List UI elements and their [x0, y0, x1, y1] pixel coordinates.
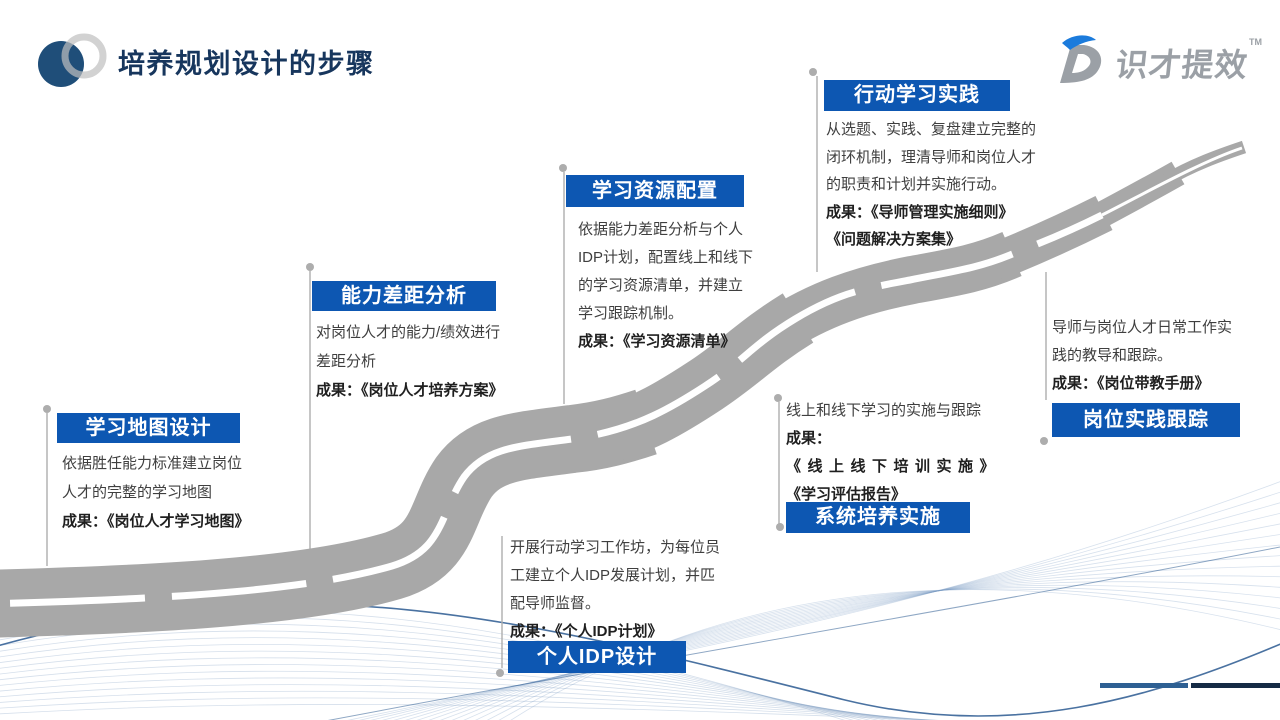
- wave-line: [510, 589, 1280, 720]
- step-6-header: 系统培养实施: [786, 502, 970, 533]
- step-1-header: 学习地图设计: [57, 413, 240, 443]
- wave-line: [0, 650, 895, 720]
- wave-line: [405, 534, 1280, 720]
- description-line: IDP计划，配置线上和线下: [578, 249, 754, 266]
- wave-line: [486, 587, 1280, 720]
- brand-trademark: TM: [1249, 37, 1262, 47]
- description-line: 学习跟踪机制。: [578, 305, 684, 322]
- connector-dot: [776, 523, 784, 531]
- wave-line: [463, 581, 1280, 720]
- step-1-description: 依据胜任能力标准建立岗位人才的完整的学习地图成果：《岗位人才学习地图》: [62, 449, 250, 536]
- connector-dot: [306, 263, 314, 271]
- description-line: 闭环机制，理清导师和岗位人才: [826, 148, 1037, 166]
- wave-line: [440, 565, 1280, 720]
- result-line: 成果：《学习资源清单》: [578, 333, 736, 350]
- wave-line: [347, 481, 1280, 720]
- road-center-line-tail: [1101, 146, 1243, 217]
- step-2-description: 对岗位人才的能力/绩效进行差距分析成果：《岗位人才培养方案》: [316, 318, 504, 405]
- step-7-description: 导师与岗位人才日常工作实践的教导和跟踪。成果：《岗位带教手册》: [1052, 314, 1232, 398]
- connector-dot: [1040, 437, 1048, 445]
- step-6-description: 线上和线下学习的实施与跟踪成果： 《线上线下培训实施》《学习评估报告》: [786, 397, 1001, 509]
- wave-line: [382, 512, 1280, 720]
- description-line: 差距分析: [316, 353, 377, 370]
- step-5-header: 个人IDP设计: [508, 641, 686, 673]
- description-line: 开展行动学习工作坊，为每位员: [510, 539, 721, 556]
- description-line: 工建立个人IDP发展计划，并匹: [510, 567, 716, 584]
- wave-line: [359, 491, 1280, 720]
- connector-dot: [559, 164, 567, 172]
- wave-line: [393, 523, 1280, 720]
- description-line: 践的教导和跟踪。: [1052, 347, 1173, 364]
- wave-line: [428, 555, 1280, 720]
- wave-line: [0, 657, 903, 720]
- result-line: 成果：《个人IDP计划》: [510, 623, 663, 640]
- wave-line: [0, 697, 939, 720]
- description-line: 依据胜任能力标准建立岗位: [62, 455, 243, 472]
- title-circles-icon: [38, 33, 107, 87]
- road-center-line: [0, 211, 1104, 607]
- wave-line: [0, 690, 936, 720]
- connector-dot: [496, 669, 504, 677]
- description-line: 配导师监督。: [510, 595, 601, 612]
- step-3-header: 学习资源配置: [566, 175, 744, 207]
- step-5-description: 开展行动学习工作坊，为每位员工建立个人IDP发展计划，并匹配导师监督。成果：《个…: [510, 534, 720, 646]
- road-graphic: [0, 140, 1247, 638]
- connector-dot: [43, 405, 51, 413]
- description-line: 人才的完整的学习地图: [62, 484, 213, 501]
- brand-name: 识才提效: [1113, 47, 1250, 83]
- wave-line: [0, 670, 918, 720]
- wave-line: [475, 584, 1280, 720]
- wave-line: [451, 575, 1280, 720]
- wave-line: [0, 630, 871, 720]
- result-line: 成果：《岗位人才培养方案》: [316, 382, 504, 399]
- wave-line: [370, 502, 1280, 720]
- description-line: 的职责和计划并实施行动。: [826, 176, 1007, 193]
- footer-bar-navy: [1191, 683, 1280, 688]
- connector-lines: [43, 68, 1048, 677]
- description-line: 从选题、实践、复盘建立完整的: [826, 121, 1037, 138]
- step-4-description: 从选题、实践、复盘建立完整的闭环机制，理清导师和岗位人才的职责和计划并实施行动。…: [826, 116, 1036, 254]
- wave-line: [0, 677, 925, 720]
- result-line: 《线上线下培训实施》: [786, 458, 1002, 475]
- step-3-description: 依据能力差距分析与个人 IDP计划，配置线上和线下的学习资源清单，并建立学习跟踪机…: [578, 216, 753, 356]
- wave-line: [0, 684, 931, 720]
- wave-line: [0, 704, 939, 720]
- wave-line: [498, 588, 1280, 720]
- wave-line: [0, 643, 887, 720]
- result-line: 成果：《岗位人才学习地图》: [62, 513, 250, 530]
- description-line: 依据能力差距分析与个人: [578, 221, 744, 238]
- wave-line: [0, 664, 911, 720]
- result-line: 成果：: [786, 430, 832, 447]
- footer-bar-blue: [1100, 683, 1188, 688]
- step-7-header: 岗位实践跟踪: [1052, 403, 1240, 437]
- result-line: 成果：《导师管理实施细则》: [826, 203, 1014, 221]
- step-4-header: 行动学习实践: [824, 80, 1010, 111]
- result-line: 《问题解决方案集》: [826, 231, 962, 248]
- wave-line: [327, 546, 1280, 720]
- page-title: 培养规划设计的步骤: [118, 49, 375, 79]
- wave-line: [0, 623, 862, 720]
- connector-dot: [809, 68, 817, 76]
- wave-line: [0, 637, 879, 720]
- wave-line: [416, 544, 1280, 720]
- description-line: 的学习资源清单，并建立: [578, 277, 744, 294]
- result-line: 成果：《岗位带教手册》: [1052, 375, 1210, 392]
- description-line: 导师与岗位人才日常工作实: [1052, 319, 1233, 336]
- connector-dot: [774, 394, 782, 402]
- result-line: 《学习评估报告》: [786, 486, 907, 503]
- brand-d-icon: [1060, 35, 1102, 83]
- step-2-header: 能力差距分析: [312, 281, 496, 311]
- description-line: 线上和线下学习的实施与跟踪: [786, 402, 982, 419]
- description-line: 对岗位人才的能力/绩效进行: [316, 324, 501, 341]
